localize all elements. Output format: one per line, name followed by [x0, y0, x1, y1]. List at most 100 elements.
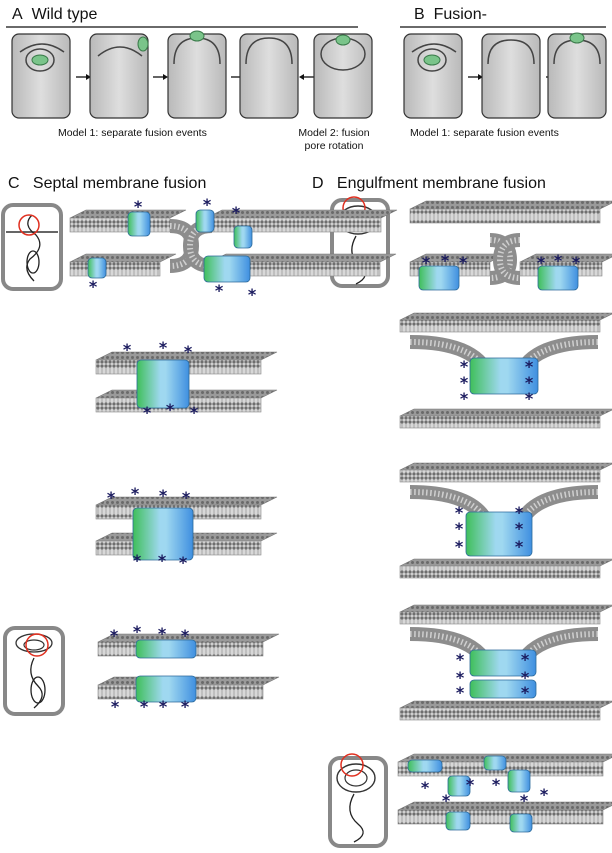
c1-protein-b — [195, 209, 215, 233]
d1-lower-right-top — [519, 253, 612, 263]
c3-star-2: * — [131, 484, 140, 503]
panel-a-title: A Wild type — [12, 6, 98, 23]
d2-star-4: * — [525, 357, 534, 376]
d5-lower-top — [397, 801, 612, 811]
d2-bend-right-inner — [515, 339, 599, 381]
d5-protein-c — [483, 755, 507, 771]
c1-bend-left-inner — [169, 223, 196, 269]
d5-protein-f — [509, 813, 533, 833]
d5-protein-b — [447, 775, 471, 797]
d1-upper-top — [409, 200, 612, 210]
c1-protein-d — [87, 257, 107, 279]
d3-bend-left-inner — [409, 489, 493, 531]
panel-d-cell-icon-bottom — [328, 753, 388, 848]
d1-star-4: * — [537, 253, 546, 272]
d4-star-3: * — [456, 683, 465, 702]
c4-star-6: * — [140, 697, 149, 716]
d2-star-1: * — [460, 357, 469, 376]
d5-protein-e — [445, 811, 471, 831]
d5-star-6: * — [540, 785, 549, 804]
caption-b-model1: Model 1: separate fusion events — [410, 127, 559, 139]
c4-protein-bottom — [135, 675, 197, 703]
c3-star-6: * — [158, 551, 167, 570]
d3-protein — [465, 511, 533, 557]
d3-star-6: * — [515, 537, 524, 556]
d1-bend-right-inner — [496, 237, 521, 281]
c2-star-6: * — [190, 403, 199, 422]
c4-star-4: * — [181, 626, 190, 645]
c2-protein — [136, 359, 190, 409]
c1-star-4: * — [89, 277, 98, 296]
d5-protein-a — [407, 759, 443, 773]
d1-star-5: * — [554, 251, 563, 270]
c3-protein — [132, 507, 194, 561]
d4-bend-left-inner — [409, 631, 493, 673]
c4-star-2: * — [133, 622, 142, 641]
d1-protein-right — [537, 265, 579, 291]
c1-star-3: * — [232, 203, 241, 222]
c4-protein-top — [135, 639, 197, 659]
d3-star-1: * — [455, 503, 464, 522]
d5-star-5: * — [520, 791, 529, 810]
c3-star-1: * — [107, 488, 116, 507]
d3-star-3: * — [455, 537, 464, 556]
caption-a-model1: Model 1: separate fusion events — [58, 127, 207, 139]
d1-star-2: * — [441, 251, 450, 270]
d2-star-2: * — [460, 373, 469, 392]
c2-star-5: * — [166, 400, 175, 419]
c4-star-8: * — [181, 697, 190, 716]
d4-lower-top — [399, 700, 612, 709]
d2-upper-top — [399, 312, 612, 321]
c1-star-1: * — [134, 197, 143, 216]
d2-star-6: * — [525, 389, 534, 408]
d4-star-5: * — [521, 668, 530, 687]
c1-upper-left-side — [69, 217, 171, 233]
d5-star-4: * — [492, 775, 501, 794]
d3-upper-top — [399, 462, 612, 471]
c2-star-4: * — [143, 403, 152, 422]
d4-bend-right-inner — [515, 631, 599, 673]
c2-star-1: * — [123, 340, 132, 359]
c3-star-5: * — [133, 551, 142, 570]
d2-bend-left-inner — [409, 339, 493, 381]
d4-star-2: * — [456, 668, 465, 687]
c1-lower-left-side — [69, 261, 161, 277]
asterisk-markers: * * * * * * * * * * * * * * * * * * * * * * * * * * * * * * * * * * * * * * * *… — [89, 195, 581, 810]
d4-upper-top — [399, 604, 612, 613]
panel-a-cells — [11, 30, 373, 119]
c1-star-2: * — [203, 195, 212, 214]
d2-upper-side — [399, 319, 601, 333]
caption-a-model2: Model 2: fusion pore rotation — [298, 127, 370, 152]
c4-star-3: * — [158, 624, 167, 643]
panel-c-title: C Septal membrane fusion — [8, 175, 207, 192]
c3-star-7: * — [179, 553, 188, 572]
d4-lower-side — [399, 707, 601, 721]
c4-star-1: * — [110, 626, 119, 645]
c4-star-5: * — [111, 697, 120, 716]
c2-star-3: * — [184, 342, 193, 361]
d4-star-1: * — [456, 650, 465, 669]
panel-c-cell-icon-bottom — [3, 626, 65, 716]
d1-protein-left — [418, 265, 460, 291]
d3-star-4: * — [515, 503, 524, 522]
d5-protein-d — [507, 769, 531, 793]
d2-lower-top — [399, 408, 612, 417]
c1-protein-c — [233, 225, 253, 249]
d1-upper-side — [409, 208, 601, 224]
d4-protein-top — [469, 649, 537, 677]
d2-lower-side — [399, 415, 601, 429]
d5-star-2: * — [442, 791, 451, 810]
d3-lower-side — [399, 565, 601, 579]
d2-protein — [469, 357, 539, 395]
c1-protein-e — [203, 255, 251, 283]
panel-d-title: D Engulfment membrane fusion — [312, 175, 546, 192]
d3-lower-top — [399, 558, 612, 567]
d1-star-3: * — [459, 253, 468, 272]
membrane-bilayers — [69, 200, 612, 825]
d5-lower-side — [397, 809, 604, 825]
d1-star-1: * — [422, 253, 431, 272]
c1-protein-a — [127, 211, 151, 237]
d3-star-5: * — [515, 519, 524, 538]
c1-bend-right-inner — [186, 223, 213, 269]
